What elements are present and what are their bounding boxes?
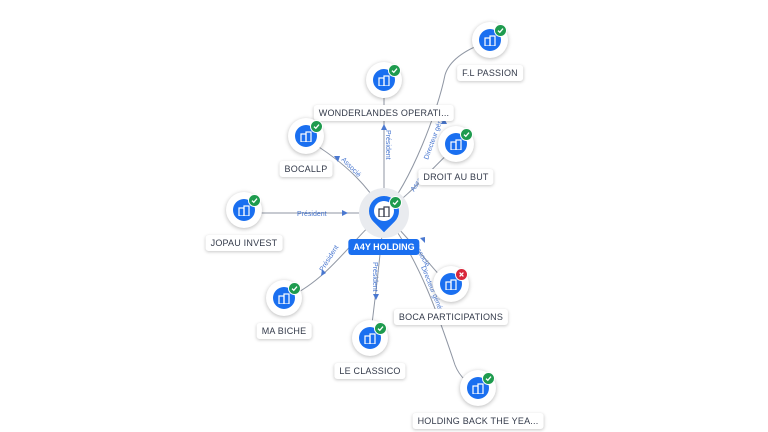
node-label: MA BICHE	[256, 323, 312, 339]
edge-fl-passion	[383, 41, 488, 214]
edge-arrow	[420, 237, 425, 243]
center-node-label: A4Y HOLDING	[348, 239, 420, 255]
edge-arrow	[342, 210, 348, 216]
cross-icon	[455, 268, 468, 281]
edge-arrow	[373, 294, 379, 300]
edge-arrow	[441, 118, 447, 124]
node-label: DROIT AU BUT	[418, 169, 494, 185]
node-label: JOPAU INVEST	[205, 235, 283, 251]
edge-label-ma-biche: Président	[319, 244, 341, 273]
node-label: HOLDING BACK THE YEA...	[412, 413, 544, 429]
check-icon	[460, 128, 473, 141]
edge-arrow	[321, 269, 326, 276]
check-icon	[482, 372, 495, 385]
edge-label-jopau-invest: Président	[297, 211, 327, 218]
edge-arrow	[381, 124, 387, 130]
check-icon	[494, 24, 507, 37]
check-icon	[248, 194, 261, 207]
check-icon	[310, 120, 323, 133]
node-label: F.L PASSION	[457, 65, 523, 81]
node-label: LE CLASSICO	[334, 363, 406, 379]
edge-arrow	[334, 156, 340, 162]
check-icon	[388, 64, 401, 77]
node-label: BOCALLP	[279, 161, 333, 177]
node-label: WONDERLANDES OPERATI...	[313, 105, 455, 121]
edge-label-bocallp: Associé	[340, 156, 362, 178]
edge-label-le-classico: Président	[371, 262, 378, 292]
check-icon	[374, 322, 387, 335]
check-icon	[288, 282, 301, 295]
check-icon	[389, 196, 402, 209]
building-icon	[374, 201, 394, 221]
edge-label-wonderlandes: Président	[384, 130, 391, 160]
node-label: BOCA PARTICIPATIONS	[393, 309, 509, 325]
